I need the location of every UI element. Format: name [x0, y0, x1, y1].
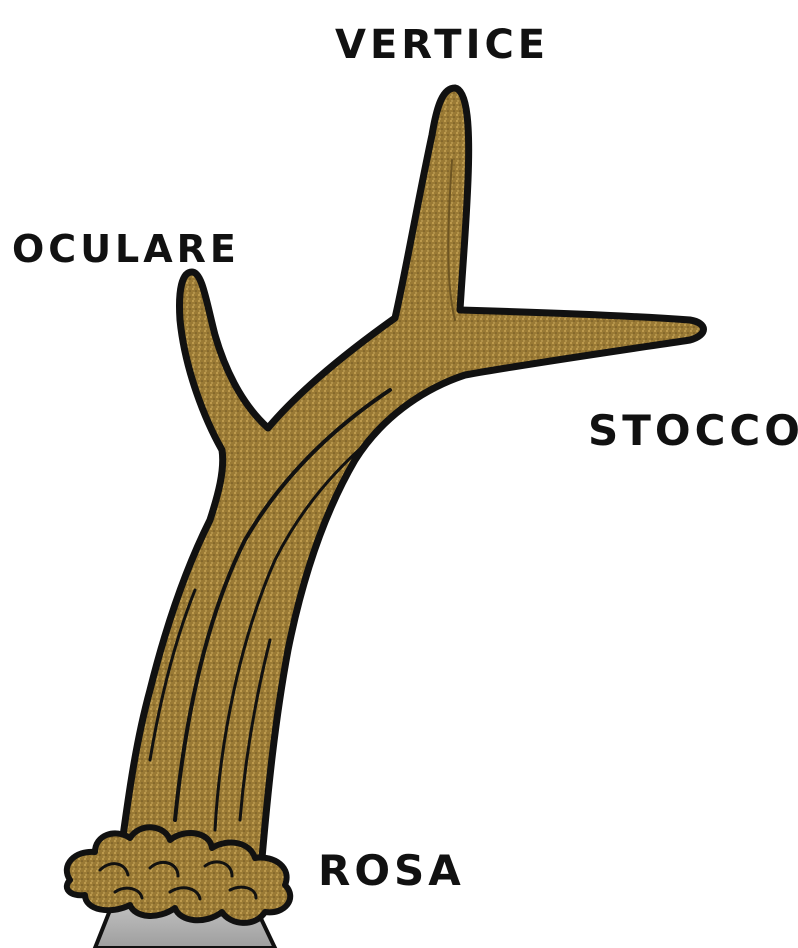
label-vertice: VERTICE [335, 22, 549, 68]
label-stocco: STOCCO [588, 406, 798, 455]
label-oculare: OCULARE [12, 227, 240, 271]
label-rosa: ROSA [318, 846, 465, 895]
antler-body [120, 88, 704, 858]
